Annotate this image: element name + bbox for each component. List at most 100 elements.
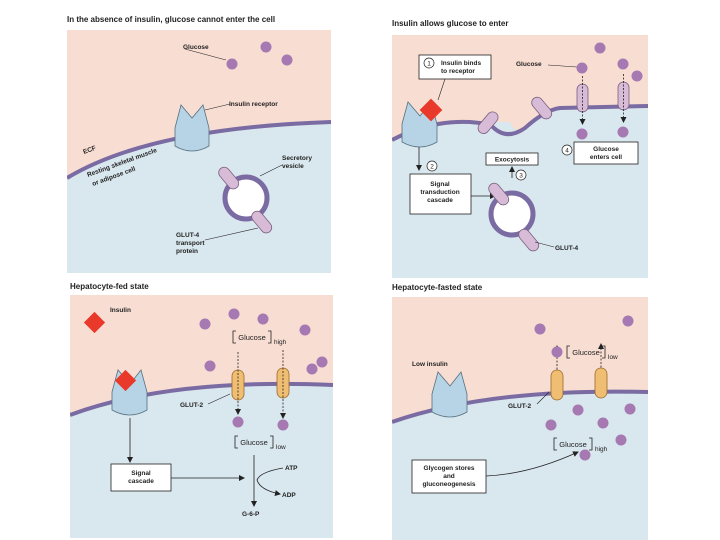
step3-number: 3 (519, 173, 523, 180)
glucose-high-bracket: Glucose high (553, 437, 608, 453)
glut4-transporter (251, 210, 273, 234)
glucose-molecule (281, 54, 293, 66)
glucose-low-bracket: Glucose low (566, 345, 618, 361)
panel3-title: Hepatocyte-fed state (70, 282, 149, 291)
glut2-leader (536, 391, 550, 405)
glucose-molecule (226, 58, 238, 70)
glut2-transporter (550, 369, 564, 401)
panel4-title: Hepatocyte-fasted state (392, 283, 483, 292)
glut4-label-line2: transport (176, 240, 205, 247)
glut4-label-line3: protein (176, 248, 198, 255)
glucose-molecule (534, 323, 546, 335)
glucose-molecule (228, 308, 240, 320)
insulin-molecule (419, 98, 443, 122)
glut4-transporter (477, 111, 499, 134)
glucose-molecule (572, 404, 584, 416)
step4-box (573, 141, 639, 165)
glucose-molecule (617, 126, 629, 138)
glucose-molecule (617, 58, 629, 70)
atp-label: ATP (285, 465, 298, 472)
vesicle-leader (259, 164, 283, 177)
glut4-transporter (218, 166, 240, 190)
signal-text-line2: transduction (420, 189, 459, 196)
panel4: Glucose low Low insulin GLUT-2 Glucose h… (392, 297, 648, 540)
glut2-label: GLUT-2 (180, 402, 203, 409)
signal-cascade-box (110, 463, 172, 492)
step1-text-line2: to receptor (441, 68, 475, 75)
glut2-label: GLUT-2 (508, 403, 531, 410)
glucose-molecule (551, 346, 563, 358)
glucose-molecule (257, 313, 269, 325)
stores-text-line3: gluconeogenesis (422, 481, 475, 488)
stores-text-line2: and (443, 473, 455, 480)
glucose-leader (547, 64, 578, 68)
glucose-molecule (277, 419, 289, 431)
panel4-membrane (392, 389, 648, 424)
glut4-leader (204, 227, 259, 241)
ecf-label: ECF (82, 145, 97, 156)
low-insulin-label: Low insulin (412, 361, 448, 368)
glucose-low-label: Glucose (240, 438, 268, 447)
glucose-molecule (594, 42, 606, 54)
panel3-membrane (70, 381, 333, 417)
glucose-molecule (260, 41, 272, 53)
glucose-molecule (576, 128, 588, 140)
step3-badge (515, 169, 527, 181)
low-subscript: low (608, 354, 618, 361)
glut2-leader (207, 393, 231, 405)
low-subscript: low (276, 444, 286, 451)
stores-text-line1: Glycogen stores (424, 465, 475, 472)
receptor-leader (204, 103, 231, 111)
panel3: Insulin Glucose high GLUT-2 Glucose low (70, 295, 333, 538)
high-subscript: high (595, 446, 608, 453)
glucose-high-label: Glucose (238, 333, 266, 342)
vesicle-label-line2: vesicle (282, 163, 304, 170)
panel3-icf-bg (70, 383, 333, 538)
insulin-receptor (174, 104, 210, 152)
step4-badge (561, 144, 573, 156)
step4-number: 4 (565, 148, 569, 155)
step4-text-line1: Glucose (593, 146, 619, 153)
glucose-molecule (545, 419, 557, 431)
glucose-molecule (579, 449, 591, 461)
panel1-membrane (67, 120, 331, 180)
signal-text-line2: cascade (128, 478, 154, 485)
step1-text-line1: Insulin binds (441, 60, 481, 67)
panel2: 1 Insulin binds to receptor Glucose 4 Gl… (392, 35, 648, 278)
glut4-transporter (518, 228, 540, 252)
step1-number: 1 (427, 61, 431, 68)
glucose-low-bracket: Glucose low (234, 435, 286, 451)
insulin-receptor (431, 371, 468, 418)
insulin-receptor-label: Insulin receptor (229, 101, 278, 108)
glut4-leader (534, 241, 555, 248)
glucose-high-label: Glucose (559, 440, 587, 449)
glucose-high-bracket: Glucose high (232, 330, 287, 346)
step1-badge (423, 57, 435, 69)
high-subscript: high (274, 339, 287, 346)
glucose-label: Glucose (516, 61, 542, 68)
glucose-release-arrow (485, 451, 579, 477)
glycogen-stores-box (411, 459, 487, 494)
glucose-molecule (316, 356, 328, 368)
glut4-transporter (488, 182, 510, 206)
glucose-molecule (306, 363, 318, 375)
glut4-transporter (531, 96, 553, 120)
exocytosis-box (485, 152, 539, 166)
glucose-low-label: Glucose (572, 348, 600, 357)
g6p-label: G-6-P (242, 511, 260, 518)
insulin-label: Insulin (110, 307, 131, 314)
glucose-molecule (622, 315, 634, 327)
glut4-label-line1: GLUT-4 (176, 232, 199, 239)
glucose-leader (184, 48, 227, 61)
step4-text-line2: enters cell (590, 154, 622, 161)
vesicle-label-line1: Secretory (282, 155, 312, 162)
signal-text-line1: Signal (131, 470, 151, 477)
glucose-molecule (631, 70, 643, 82)
glucose-molecule (624, 403, 636, 415)
glut4-label: GLUT-4 (555, 245, 578, 252)
panel1-icf-bg (67, 122, 331, 273)
panel1: Glucose Insulin receptor ECF Resting ske… (67, 30, 331, 273)
glucose-molecule (597, 417, 609, 429)
panel4-icf-bg (392, 391, 648, 540)
